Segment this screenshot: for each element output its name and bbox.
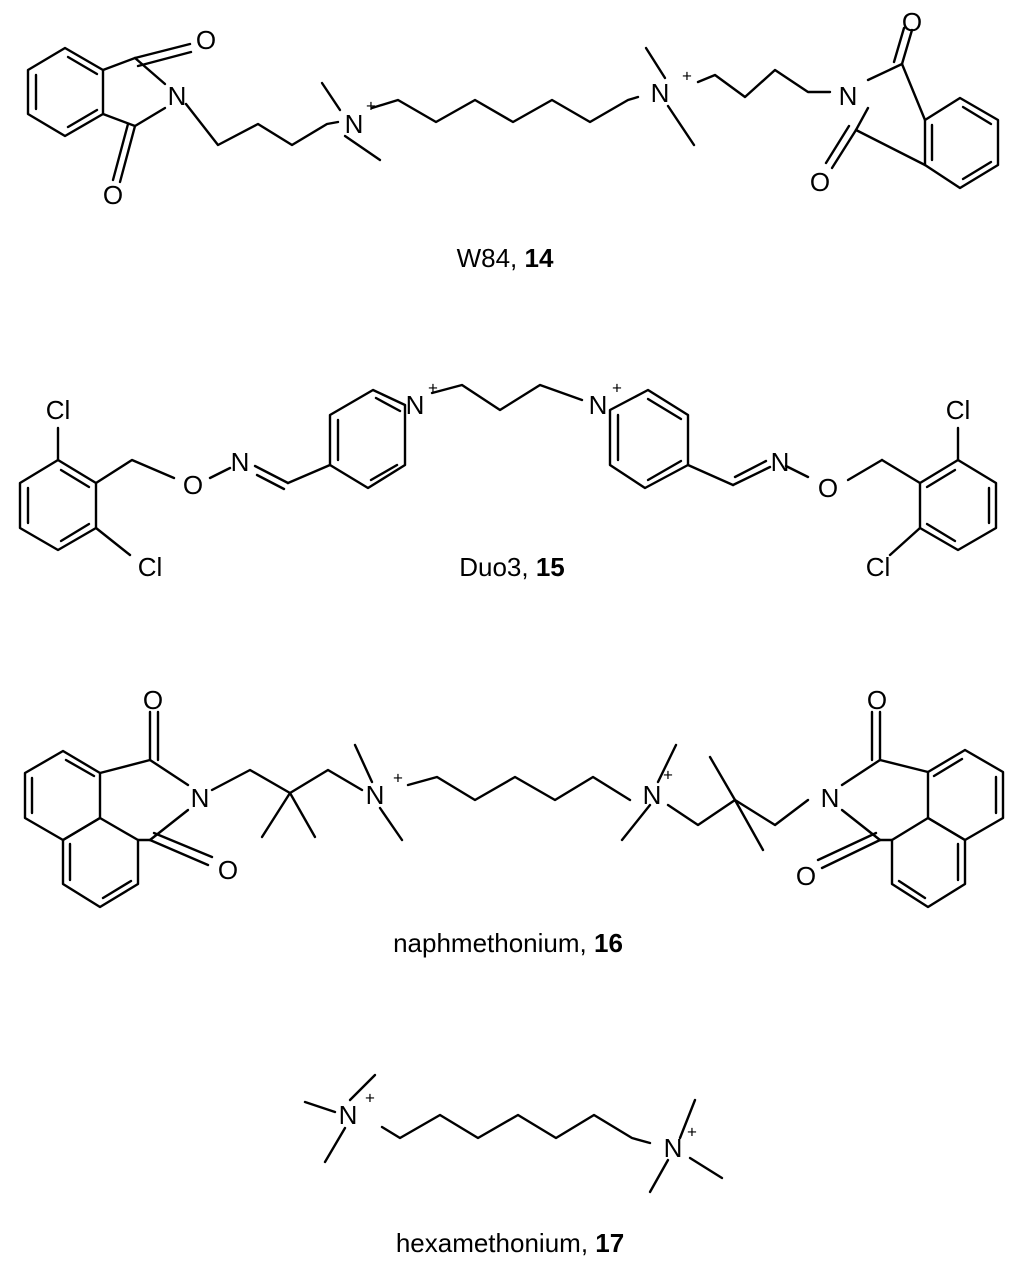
charge-plus: + xyxy=(365,1089,375,1108)
atom-nitrogen: N xyxy=(406,390,425,420)
caption-compound-14: W84, 14 xyxy=(456,243,554,273)
atom-nitrogen: N xyxy=(339,1100,358,1130)
atom-oxygen: O xyxy=(218,855,238,885)
compound-name: Duo3 xyxy=(459,552,522,582)
atom-oxygen: O xyxy=(143,685,163,715)
atom-oxygen: O xyxy=(183,470,203,500)
atom-nitrogen: N xyxy=(664,1133,683,1163)
charge-plus: + xyxy=(682,67,692,86)
compound-number: 14 xyxy=(524,243,554,273)
atom-chlorine: Cl xyxy=(946,395,971,425)
caption-compound-16: naphmethonium, 16 xyxy=(393,928,623,958)
compound-number: 15 xyxy=(535,552,565,582)
atom-oxygen: O xyxy=(810,167,830,197)
structure-duo3: Cl Cl O N N + N + N O Cl Cl xyxy=(18,379,998,582)
atom-nitrogen: N xyxy=(345,109,364,139)
caption-compound-17: hexamethonium, 17 xyxy=(395,1228,625,1258)
caption-compound-15: Duo3, 15 xyxy=(459,552,565,582)
compound-number: 16 xyxy=(594,928,623,958)
atom-nitrogen: N xyxy=(589,390,608,420)
structure-hexamethonium: N + N + xyxy=(303,1073,724,1194)
atom-oxygen: O xyxy=(196,25,216,55)
charge-plus: + xyxy=(366,97,376,116)
atom-nitrogen: N xyxy=(651,78,670,108)
structure-w84: N O O N + N + N O O xyxy=(26,7,1000,210)
atom-chlorine: Cl xyxy=(866,552,891,582)
atom-nitrogen: N xyxy=(839,81,858,111)
compound-number: 17 xyxy=(595,1228,625,1258)
atom-nitrogen: N xyxy=(821,783,840,813)
atom-chlorine: Cl xyxy=(138,552,163,582)
charge-plus: + xyxy=(393,769,403,788)
atom-nitrogen: N xyxy=(168,81,187,111)
atom-nitrogen: N xyxy=(771,447,790,477)
compound-name: hexamethonium xyxy=(395,1228,581,1258)
atom-chlorine: Cl xyxy=(46,395,71,425)
atom-oxygen: O xyxy=(796,861,816,891)
charge-plus: + xyxy=(663,766,673,785)
charge-plus: + xyxy=(687,1123,697,1142)
charge-plus: + xyxy=(612,379,622,398)
atom-nitrogen: N xyxy=(643,780,662,810)
atom-oxygen: O xyxy=(103,180,123,210)
atom-nitrogen: N xyxy=(191,783,210,813)
atom-nitrogen: N xyxy=(231,447,250,477)
compound-name: W84 xyxy=(456,243,511,273)
structure-naphmethonium: O N O N + N + N O O xyxy=(23,685,1005,909)
charge-plus: + xyxy=(428,379,438,398)
compound-name: naphmethonium xyxy=(393,928,580,958)
atom-oxygen: O xyxy=(867,685,887,715)
atom-oxygen: O xyxy=(902,7,922,37)
atom-nitrogen: N xyxy=(366,780,385,810)
atom-oxygen: O xyxy=(818,473,838,503)
